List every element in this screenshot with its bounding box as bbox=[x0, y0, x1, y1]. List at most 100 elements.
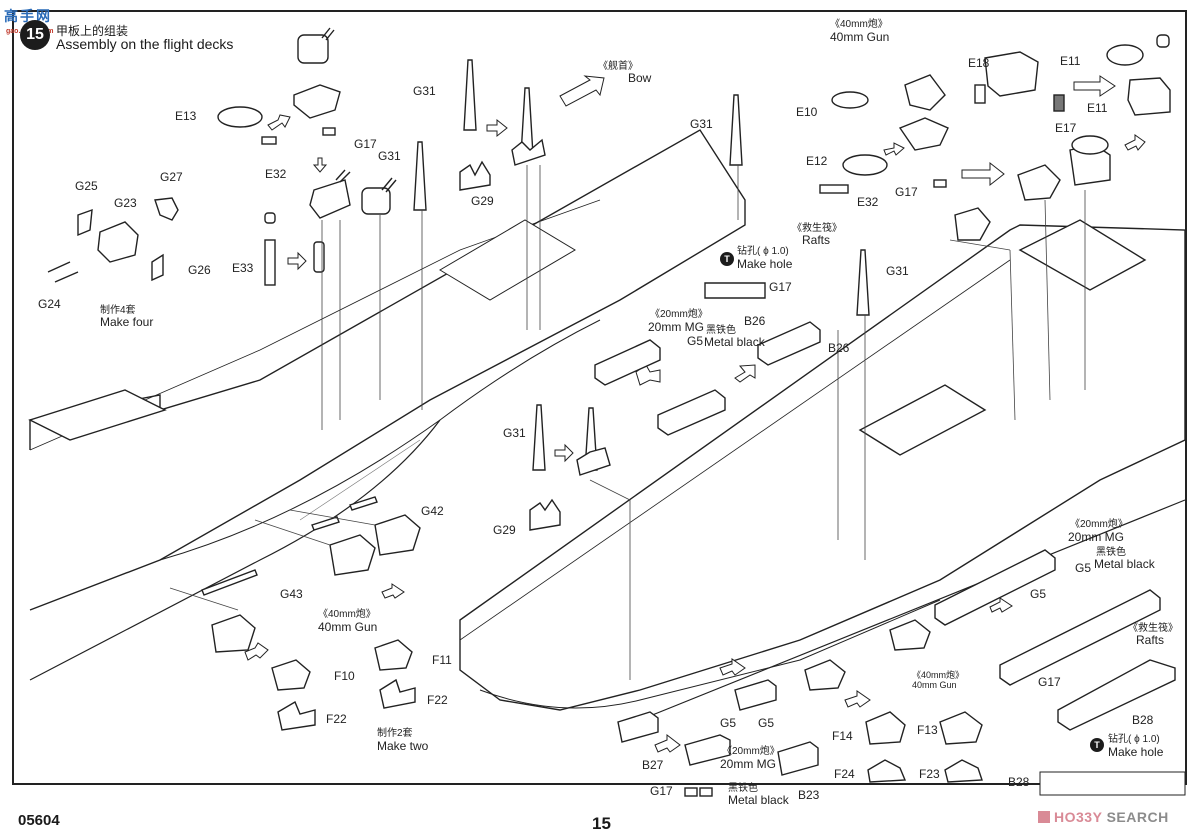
mg20-note-en-2: 20mm MG bbox=[1068, 530, 1125, 544]
mg20-note-cn-3: 《20mm炮》 bbox=[722, 746, 780, 757]
step-title-en: Assembly on the flight decks bbox=[56, 36, 234, 52]
part-label: G31 bbox=[378, 149, 401, 163]
left-elevator-2 bbox=[439, 219, 576, 301]
part-label: F23 bbox=[919, 767, 940, 781]
instruction-frame bbox=[12, 10, 1187, 785]
step-title-cn: 甲板上的组装 bbox=[56, 24, 129, 38]
rafts-note-cn: 《救生筏》 bbox=[792, 223, 842, 234]
part-label: G29 bbox=[471, 194, 494, 208]
part-label: E11 bbox=[1087, 101, 1108, 115]
part-label: E32 bbox=[857, 195, 879, 209]
part-label: G25 bbox=[75, 179, 98, 193]
drill-note-en-2: Make hole bbox=[1108, 745, 1164, 759]
gun40-note-en: 40mm Gun bbox=[830, 30, 890, 44]
rafts-note-cn-2: 《救生筏》 bbox=[1128, 623, 1178, 634]
part-label: G24 bbox=[38, 297, 61, 311]
drill-note-en: Make hole bbox=[737, 257, 793, 271]
part-label: G17 bbox=[769, 280, 792, 294]
right-flight-deck bbox=[459, 224, 1186, 711]
part-label: G42 bbox=[421, 504, 444, 518]
right-elevator-2 bbox=[1018, 219, 1147, 291]
part-label: G5 bbox=[1030, 587, 1047, 601]
part-label: F14 bbox=[832, 729, 853, 743]
rafts-note-en-2: Rafts bbox=[1136, 633, 1165, 647]
part-label: G17 bbox=[650, 784, 673, 798]
turret-parts bbox=[217, 27, 1171, 286]
product-code: 05604 bbox=[18, 812, 60, 829]
part-label: E13 bbox=[175, 109, 197, 123]
part-label: G23 bbox=[114, 196, 137, 210]
part-label: E32 bbox=[265, 167, 287, 181]
part-label: B26 bbox=[744, 314, 766, 328]
guide-lines bbox=[169, 165, 1086, 680]
mg20-note-en-3: 20mm MG bbox=[720, 757, 777, 771]
part-label: E12 bbox=[806, 154, 828, 168]
part-label: F10 bbox=[334, 669, 355, 683]
part-label: G29 bbox=[493, 523, 516, 537]
part-label: F13 bbox=[917, 723, 938, 737]
gun40-note-cn-2: 《40mm炮》 bbox=[318, 609, 376, 620]
part-label: G27 bbox=[160, 170, 183, 184]
gun40-note-cn: 《40mm炮》 bbox=[830, 19, 888, 30]
part-label: F22 bbox=[427, 693, 448, 707]
part-label: F11 bbox=[432, 653, 452, 667]
part-label: G5 bbox=[758, 716, 775, 730]
part-label: B28 bbox=[1132, 713, 1154, 727]
part-label: G5 bbox=[720, 716, 737, 730]
make-four-note-en: Make four bbox=[100, 315, 154, 329]
metal-black-note-en-2: Metal black bbox=[1094, 557, 1155, 571]
mg-platforms bbox=[594, 282, 1186, 797]
rafts-note-en: Rafts bbox=[802, 233, 831, 247]
deck-strips bbox=[201, 496, 378, 596]
part-label: B23 bbox=[798, 788, 820, 802]
step-number-badge: 15 bbox=[20, 20, 50, 50]
gun40-note-en-2: 40mm Gun bbox=[318, 620, 378, 634]
part-label: G17 bbox=[354, 137, 377, 151]
drill-note-cn-2: 钻孔( ϕ 1.0) bbox=[1108, 734, 1160, 745]
brand-watermark: HO33Y SEARCH bbox=[1038, 809, 1169, 825]
make-two-note-en: Make two bbox=[377, 739, 429, 753]
metal-black-note-cn-3: 黑铁色 bbox=[728, 783, 758, 794]
part-label: G17 bbox=[895, 185, 918, 199]
right-elevator bbox=[858, 384, 987, 456]
part-label: E17 bbox=[1055, 121, 1077, 135]
drill-icon: T bbox=[720, 252, 734, 266]
make-four-note-cn: 制作4套 bbox=[100, 305, 136, 316]
part-label: G26 bbox=[188, 263, 211, 277]
drill-note-cn: 钻孔( ϕ 1.0) bbox=[737, 246, 789, 257]
part-label: G5 bbox=[687, 334, 704, 348]
g29-base bbox=[459, 160, 491, 191]
metal-black-note-en-3: Metal black bbox=[728, 793, 789, 807]
part-label: E33 bbox=[232, 261, 254, 275]
part-label: G31 bbox=[503, 426, 526, 440]
part-label: B26 bbox=[828, 341, 850, 355]
gun40-note-en-3: 40mm Gun bbox=[912, 680, 957, 690]
mg20-note-en: 20mm MG bbox=[648, 320, 705, 334]
mg20-note-cn-2: 《20mm炮》 bbox=[1070, 519, 1128, 530]
part-label: G31 bbox=[886, 264, 909, 278]
part-label: E10 bbox=[796, 105, 818, 119]
page-number: 15 bbox=[592, 814, 611, 833]
part-label: G31 bbox=[413, 84, 436, 98]
part-label: F24 bbox=[834, 767, 855, 781]
brand-part1: HO33Y bbox=[1054, 809, 1103, 825]
make-two-note-cn: 制作2套 bbox=[377, 728, 413, 739]
metal-black-note-cn: 黑铁色 bbox=[706, 325, 736, 336]
brand-part2: SEARCH bbox=[1106, 809, 1169, 825]
brand-logo-icon bbox=[1038, 811, 1050, 823]
drill-icon-2: T bbox=[1090, 738, 1104, 752]
metal-black-note-cn-2: 黑铁色 bbox=[1096, 547, 1126, 558]
left-elevator bbox=[28, 389, 167, 441]
part-label: E11 bbox=[1060, 54, 1081, 68]
part-label: B27 bbox=[642, 758, 664, 772]
g29-base bbox=[529, 498, 561, 531]
part-label: G43 bbox=[280, 587, 303, 601]
g29-base bbox=[511, 138, 546, 166]
part-label: G5 bbox=[1075, 561, 1092, 575]
metal-black-note-en: Metal black bbox=[704, 335, 765, 349]
bow-note-en: Bow bbox=[628, 71, 652, 85]
part-label: G17 bbox=[1038, 675, 1061, 689]
mg20-note-cn: 《20mm炮》 bbox=[650, 309, 708, 320]
aa-gun-tubs bbox=[47, 197, 983, 783]
